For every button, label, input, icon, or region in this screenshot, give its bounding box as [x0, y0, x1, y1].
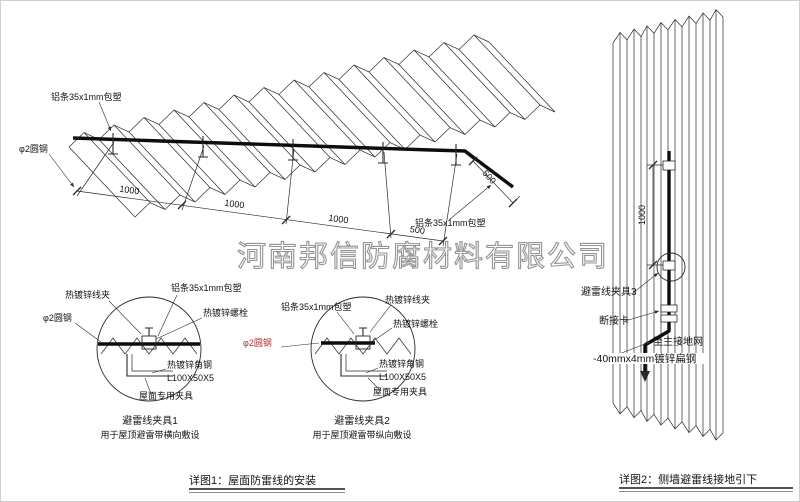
roof-rod-label: φ2圆钢	[19, 143, 48, 154]
wall-disconnect-label: 断接卡	[599, 314, 629, 327]
wall-corrugation-lines	[612, 9, 724, 441]
detail1-bolt	[145, 327, 153, 336]
detail2-clip-label: 热镀锌线夹	[385, 294, 430, 305]
wall-clamp3-label: 避雷线夹具3	[581, 285, 637, 298]
clamp-detail-1: 热镀锌线夹 铝条35x1mm包塑 热镀锌螺栓 φ2圆钢 热镀锌角钢 L100X5…	[43, 282, 248, 440]
detail2-bubble	[310, 296, 416, 402]
leader-rod	[48, 153, 75, 188]
detail2-rod-label: φ2圆钢	[243, 337, 272, 348]
detail2-angle-label: 热镀锌角钢	[379, 358, 424, 369]
detail1-caption: 详图1：屋面防雷线的安装	[189, 473, 316, 487]
detail1-bolt-label: 热镀锌螺栓	[203, 307, 248, 318]
detail2-angle-steel	[340, 354, 387, 377]
lightning-wire	[72, 136, 515, 189]
detail2-roof-profile	[314, 337, 412, 355]
roof-top-edge	[68, 34, 490, 148]
roof-dimensions: 1000 1000 1000 500 500	[72, 141, 521, 247]
leader-clamp3	[632, 272, 659, 294]
disconnect-plate-b	[660, 314, 678, 323]
leader-strip-right	[448, 184, 492, 221]
leader-flat-steel	[618, 341, 651, 355]
detail1-rod-label: φ2圆钢	[43, 312, 72, 323]
dim-tick-marks	[72, 156, 518, 246]
wall-dim-1000: 1000	[637, 205, 647, 225]
clamp3-bubble	[656, 252, 686, 282]
wall-dim-ticks	[648, 160, 658, 270]
wall-dim-extensions	[647, 164, 669, 266]
wall-elevation: 1000 避雷线夹具3 断接卡 至主接地网 -40mmx4mm镀锌扁钢	[581, 9, 724, 441]
detail2-angle-size-label: L100X50X5	[379, 372, 426, 382]
detail2-fixture-label: 屋面专用夹具	[373, 386, 427, 397]
wall-clamp-lower	[662, 260, 676, 271]
detail2-leaders	[280, 304, 393, 392]
dim-extension-lines	[76, 141, 521, 247]
roof-bottom-edge	[134, 104, 556, 218]
detail2-bolt	[359, 327, 367, 336]
detail2-bolt-label: 热镀锌螺栓	[393, 318, 438, 329]
leader-disconnect	[624, 310, 660, 322]
wall-flat-steel-label: -40mmx4mm镀锌扁钢	[593, 352, 696, 365]
dim-chain-line	[76, 190, 444, 242]
dim-500: 500	[409, 224, 425, 236]
detail1-roof-profile	[100, 337, 198, 355]
detail2-strip-label: 铝条35x1mm包塑	[281, 301, 352, 312]
detail1-clip-label: 热镀锌线夹	[65, 289, 110, 300]
captions: 详图1：屋面防雷线的安装 详图2：侧墙避雷线接地引下	[189, 472, 793, 493]
roof-isometric	[68, 34, 556, 218]
disconnect-plate-a	[660, 304, 678, 313]
wall-clamp-upper	[662, 160, 676, 171]
leader-strip-top	[98, 101, 112, 132]
detail2-subtitle: 用于屋顶避雷带纵向敷设	[312, 429, 411, 440]
dim-side-line	[472, 160, 514, 204]
detail1-angle-steel	[126, 354, 173, 377]
dim-1000-c: 1000	[328, 213, 349, 226]
detail1-fixture-label: 屋面专用夹具	[139, 390, 193, 401]
detail1-angle-size-label: L100X50X5	[167, 373, 214, 383]
detail1-title: 避雷线夹具1	[122, 414, 178, 427]
detail2-angle-steel-inner	[345, 354, 387, 372]
flat-steel-label-bg	[591, 353, 705, 364]
roof-corrugation-lines	[68, 34, 556, 218]
wall-to-ground-label: 至主接地网	[653, 335, 703, 348]
dim-500-side: 500	[480, 168, 498, 186]
detail1-subtitle: 用于屋顶避雷带横向敷设	[100, 429, 199, 440]
detail1-bubble	[96, 296, 202, 402]
ground-arrow	[640, 371, 650, 382]
detail2-caption: 详图2：侧墙避雷线接地引下	[619, 472, 757, 486]
detail2-title: 避雷线夹具2	[334, 414, 390, 427]
roof-strip-label-right: 铝条35x1mm包塑	[415, 217, 486, 228]
roof-strip-label-top: 铝条35x1mm包塑	[51, 91, 122, 102]
dim-1000-a: 1000	[119, 184, 140, 197]
roof-labels: 铝条35x1mm包塑 φ2圆钢 铝条35x1mm包塑	[19, 91, 492, 228]
detail1-strip-label: 铝条35x1mm包塑	[171, 282, 242, 293]
detail1-angle-label: 热镀锌角钢	[167, 359, 212, 370]
dim-1000-b: 1000	[224, 198, 245, 211]
detail1-leaders	[74, 294, 203, 395]
clamp-detail-2: 铝条35x1mm包塑 热镀锌线夹 热镀锌螺栓 φ2圆钢 热镀锌角钢 L100X5…	[243, 294, 438, 440]
